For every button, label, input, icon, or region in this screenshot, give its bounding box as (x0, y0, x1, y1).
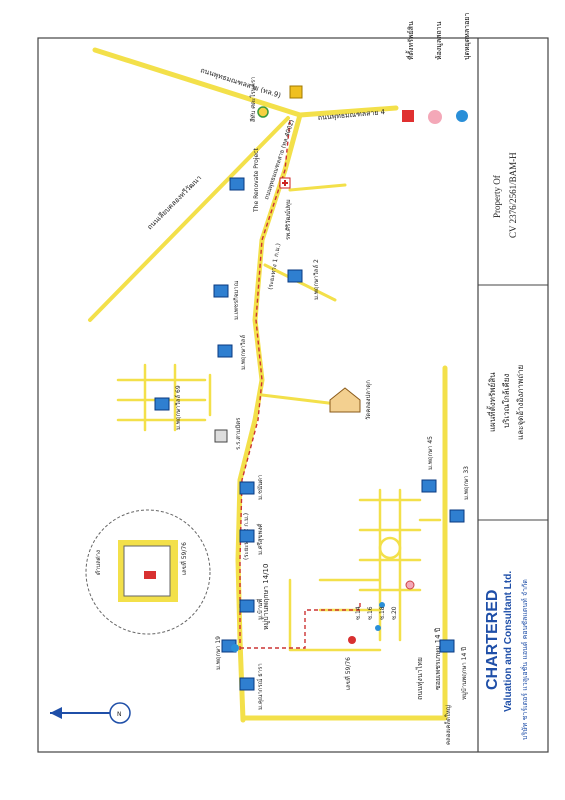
north-compass: N (50, 702, 131, 724)
inset-circle (85, 509, 211, 635)
outer-frame (37, 37, 549, 753)
company-thai: บริษัท ชาร์เตอร์ แวลูเอชั่น แอนด์ คอนซัล… (521, 579, 529, 740)
landmark-icon (289, 85, 303, 99)
legend: ที่ตั้งทรัพย์สิน ห้องมูลสถาน ปุดหยุดหลาอ… (400, 13, 471, 140)
legend-label-1: ห้องมูลสถาน (435, 21, 443, 60)
label-side-road: ซอยเพชรเกษม 14 ปี (434, 627, 442, 690)
property-code: CV 2376/2561/BAM-H (508, 152, 518, 238)
pink-circle-icon (428, 110, 442, 124)
property-pin-icon (348, 636, 356, 644)
label-school: ร.ร.สามมิตร (235, 417, 242, 450)
route-branch (240, 600, 361, 649)
inset-map: ตำบลต่าง เลขที่ 59/76 (85, 509, 211, 635)
village-icon-11 (239, 677, 255, 691)
village-icon-5 (421, 479, 437, 493)
label-right-road: ถนนพุทธมณฑลสาย 4 (317, 108, 385, 122)
photo-point-icon-2 (379, 602, 385, 608)
top-highway (92, 47, 303, 118)
label-village12: หมู่บ้านพฤกษา 14 ปี (460, 647, 468, 700)
renovate-icon (229, 177, 245, 191)
right-road (297, 105, 399, 118)
photo-point-icon-3 (375, 625, 381, 631)
village-icon-7 (239, 481, 255, 495)
checkpoint-icon (257, 106, 269, 118)
label-temple: วัดคลองปลาดุก (365, 380, 372, 420)
label-inset-title: ตำบลต่าง (95, 550, 102, 575)
roundabout (378, 536, 402, 560)
label-village6: ม.พฤกษา 33 (463, 466, 470, 500)
label-p15: ซ.16 (367, 606, 374, 620)
village-icon-3 (217, 344, 233, 358)
village-icon-4 (154, 397, 170, 411)
legend-label-0: ที่ตั้งทรัพย์สิน (407, 21, 415, 60)
company-name: CHARTERED (484, 589, 501, 690)
property-marker-icon (402, 110, 414, 122)
legend-label-2: ปุดหยุดหลาอยา (463, 12, 471, 60)
label-lot-tag: เลขที่ 59/76 (344, 657, 352, 690)
label-village10: ม.พฤกษา 19 (215, 636, 222, 670)
village-icon-9 (239, 599, 255, 613)
village-icon-6 (449, 509, 465, 523)
label-p18: ซ.18 (379, 606, 386, 620)
label-north: N (117, 711, 122, 718)
pink-landmark-icon (405, 580, 415, 590)
label-soi: หมู่บ้านพฤกษา 14/10 (262, 564, 270, 630)
branch-roads (260, 183, 347, 407)
north-arrowhead-icon (50, 707, 62, 719)
temple-icon (329, 387, 361, 413)
blue-marker-icon (456, 110, 468, 122)
bottom-road (240, 365, 448, 721)
label-village3: ม.พฤกษาวิลล์ (239, 335, 247, 370)
label-diagonal-road: ถนนเลียบคลองทวีวัฒนา (146, 174, 203, 231)
compass-icon (109, 702, 131, 724)
property-label: Property Of (492, 175, 502, 218)
map-title-line2: บริเวณใกล้เคียง (502, 373, 511, 428)
school-icon (214, 429, 228, 443)
village-icon-8 (239, 529, 255, 543)
map-title-line1: แผนที่ตั้งทรัพย์สิน (488, 372, 497, 432)
label-p14: ซ.14 (355, 606, 362, 620)
hospital-cross-icon (282, 180, 288, 186)
label-village5: ม.พฤกษา 45 (427, 436, 434, 470)
diagonal-road (88, 116, 290, 322)
company-subtitle: Valuation and Consultant Ltd. (503, 570, 514, 712)
label-village2: ม.พฤกษาวิลล์ 2 (312, 259, 320, 300)
label-village4: ม.พฤกษาวิลล์ 69 (174, 385, 182, 430)
label-renovate: The Renovate Project (253, 148, 260, 213)
village-icon-2 (287, 269, 303, 283)
map-title-line3: และจุดอ้างอิงภาพถ่าย (516, 364, 525, 440)
label-village9: ม.บ้านพี่ (256, 599, 264, 620)
village-icon-1 (213, 284, 229, 298)
places: สีทับ ศตะโรนครา The Renovate Project รพ.… (154, 77, 470, 745)
photo-point-icon (231, 644, 239, 652)
label-hospital: รพ.ศิริวัฒน์ปทุม (284, 199, 292, 240)
label-village11: ม.คุณากรณ์ ธารา (256, 663, 264, 710)
label-village7: ม.ชนันดา (257, 475, 264, 500)
label-village13: คลองเคล็ดใหญ่ (443, 705, 452, 745)
label-village8: ม.ศรีสุขพงศ์ (256, 523, 264, 555)
label-landmark-top: สีทับ ศตะโรนครา (249, 77, 257, 123)
label-bottom-road: ถนนทุ่งนาไทย (415, 657, 424, 700)
inset-property-block (144, 571, 156, 579)
label-lot-tag-inset: เลขที่ 59/76 (180, 542, 188, 575)
label-village1: ม.เพชรกิจมาณ (233, 280, 240, 320)
label-p20: ซ.20 (391, 606, 398, 620)
village-icon-12 (439, 639, 455, 653)
village-soi-roads (288, 488, 442, 652)
